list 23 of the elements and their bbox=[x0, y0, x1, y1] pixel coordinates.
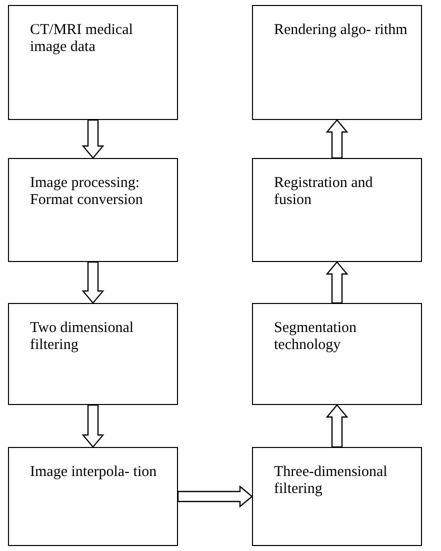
box-label: Rendering algo- rithm bbox=[274, 22, 408, 39]
block-arrow bbox=[326, 404, 348, 448]
block-arrow bbox=[326, 261, 348, 304]
process-box bbox=[252, 5, 422, 120]
box-label: Image processing: Format conversion bbox=[30, 175, 144, 209]
box-label: Two dimensional filtering bbox=[30, 320, 135, 354]
block-arrow bbox=[82, 119, 104, 159]
process-box bbox=[252, 447, 422, 546]
process-box bbox=[8, 447, 178, 546]
process-box bbox=[8, 158, 178, 262]
block-arrow bbox=[177, 485, 253, 508]
process-box bbox=[8, 5, 178, 120]
box-label: Segmentation technology bbox=[274, 320, 358, 354]
box-label: Registration and fusion bbox=[274, 175, 374, 209]
process-box bbox=[252, 303, 422, 405]
block-arrow bbox=[326, 119, 348, 159]
block-arrow bbox=[82, 404, 104, 448]
box-label: CT/MRI medical image data bbox=[30, 22, 134, 56]
process-box bbox=[252, 158, 422, 262]
process-box bbox=[8, 303, 178, 405]
box-label: Three-dimensional filtering bbox=[274, 464, 388, 498]
box-label: Image interpola- tion bbox=[30, 464, 158, 481]
block-arrow bbox=[82, 261, 104, 304]
